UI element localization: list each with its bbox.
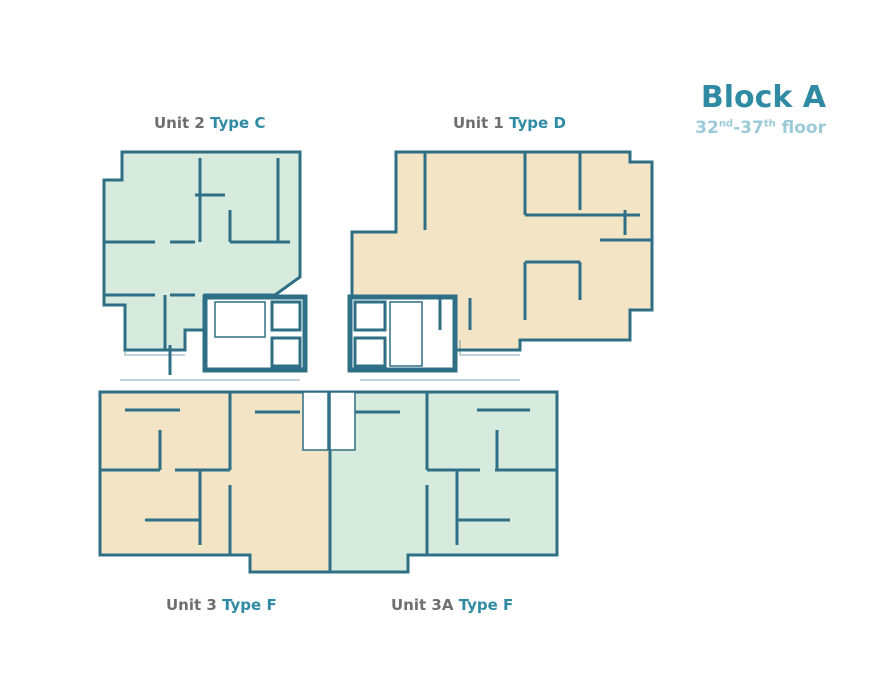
floor-range: 32nd-37th floor bbox=[695, 118, 826, 138]
unit-3a-area[interactable] bbox=[328, 390, 559, 574]
core-left bbox=[202, 294, 308, 373]
unit-3-label: Unit 3 Type F bbox=[166, 596, 277, 614]
core-right bbox=[347, 294, 458, 373]
floor-to-sup: th bbox=[763, 118, 776, 130]
unit-2-label: Unit 2 Type C bbox=[154, 114, 265, 132]
elevator bbox=[353, 300, 387, 332]
unit-1-label: Unit 1 Type D bbox=[453, 114, 566, 132]
interior-walls bbox=[100, 392, 300, 555]
interior-walls bbox=[355, 392, 557, 555]
unit-name: Unit 3A bbox=[391, 596, 454, 614]
floor-dash: - bbox=[733, 118, 741, 138]
balcony-lines bbox=[99, 338, 520, 555]
unit-name: Unit 1 bbox=[453, 114, 504, 132]
floor-to: 37 bbox=[740, 118, 764, 138]
unit-type: Type F bbox=[222, 596, 277, 614]
elevator-shaft bbox=[302, 391, 329, 451]
interior-walls bbox=[104, 158, 290, 375]
interior-walls bbox=[423, 152, 652, 330]
elevator bbox=[353, 336, 387, 368]
elevator bbox=[270, 336, 302, 368]
unit-type: Type D bbox=[509, 114, 566, 132]
unit-3-area[interactable] bbox=[98, 390, 332, 574]
unit-3a-label: Unit 3A Type F bbox=[391, 596, 513, 614]
unit-name: Unit 3 bbox=[166, 596, 217, 614]
floor-from-sup: nd bbox=[718, 118, 734, 130]
block-title: Block A bbox=[700, 80, 826, 115]
floor-from: 32 bbox=[695, 118, 719, 138]
unit-name: Unit 2 bbox=[154, 114, 205, 132]
stairs bbox=[214, 301, 266, 338]
unit-type: Type F bbox=[458, 596, 514, 614]
elevator bbox=[270, 300, 302, 332]
unit-type: Type C bbox=[210, 114, 266, 132]
elevator-shaft bbox=[329, 391, 356, 451]
stairs bbox=[389, 301, 423, 367]
floor-word: floor bbox=[775, 118, 826, 138]
